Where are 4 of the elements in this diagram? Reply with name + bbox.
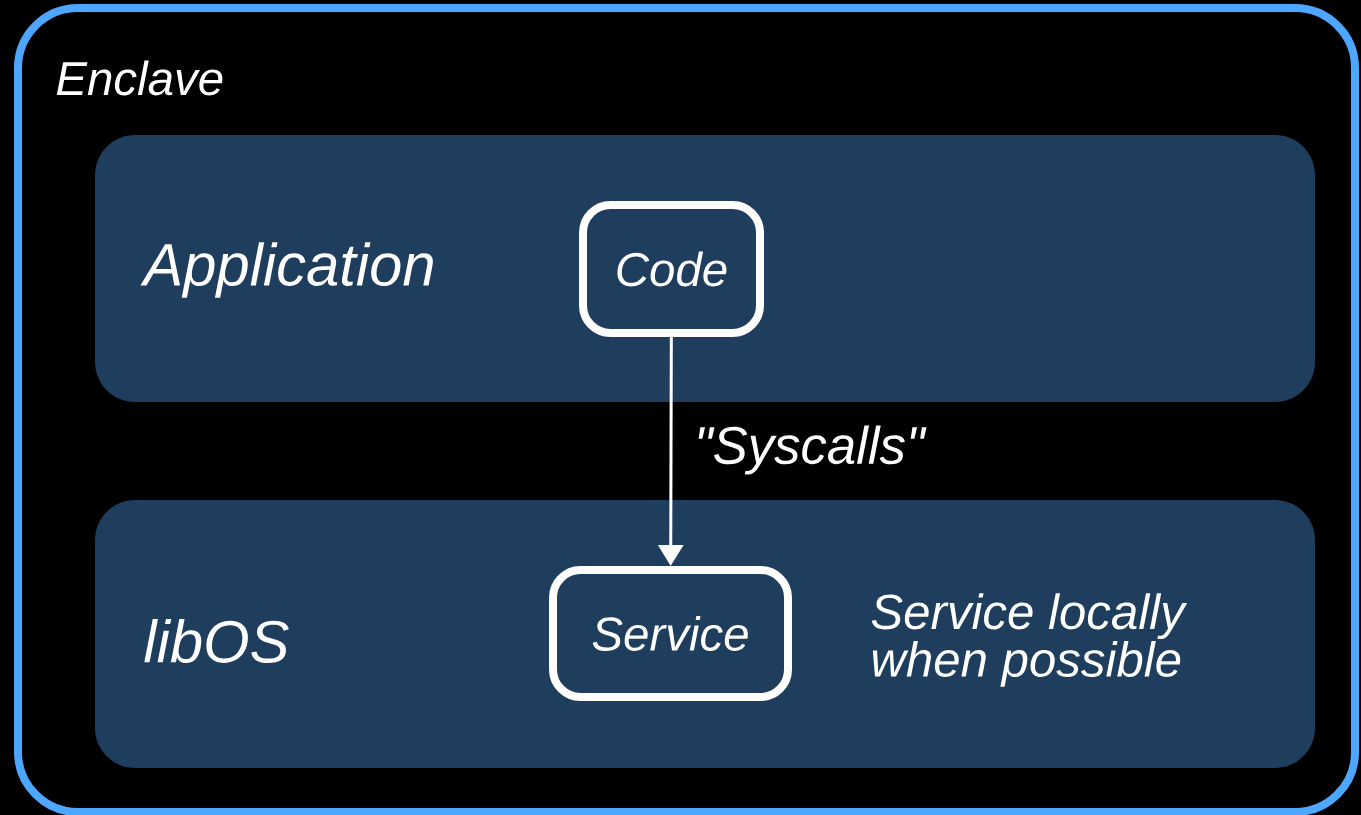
process-box: Service: [549, 566, 792, 701]
note-text: Service locally when possible: [871, 593, 1188, 687]
process-box: Code: [579, 201, 764, 337]
edge-label: "Syscalls": [690, 421, 929, 479]
